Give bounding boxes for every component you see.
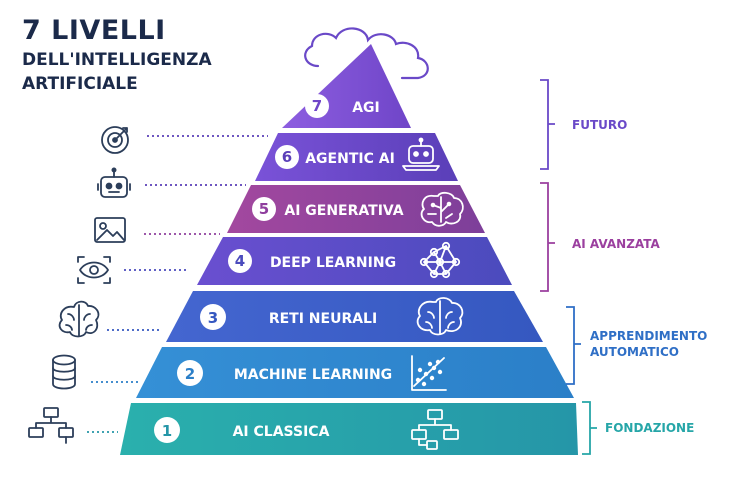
brain-icon bbox=[416, 297, 464, 336]
tier-2 bbox=[136, 347, 574, 398]
flowchart-icon bbox=[28, 407, 74, 444]
tier-7 bbox=[282, 44, 411, 128]
level-1-label: AI CLASSICA bbox=[233, 424, 330, 440]
level-3-label: RETI NEURALI bbox=[269, 311, 377, 327]
group-label-fondazione: FONDAZIONE bbox=[605, 421, 694, 435]
group-label-ai-avanzata: AI AVANZATA bbox=[572, 237, 661, 251]
brain-circuit-icon bbox=[420, 191, 464, 227]
level-1-number: 1 bbox=[162, 422, 172, 440]
level-2-label: MACHINE LEARNING bbox=[234, 367, 392, 383]
level-number-badges bbox=[154, 94, 329, 443]
tier-3 bbox=[166, 291, 543, 342]
level-6-label: AGENTIC AI bbox=[305, 151, 395, 167]
tier-6 bbox=[255, 133, 458, 181]
level-4-label: DEEP LEARNING bbox=[270, 255, 396, 271]
network-graph-icon bbox=[419, 241, 461, 279]
cloud-icon bbox=[304, 27, 429, 80]
flowchart-icon bbox=[411, 409, 459, 450]
level-5-label: AI GENERATIVA bbox=[284, 203, 403, 219]
image-icon bbox=[94, 217, 126, 243]
group-label-futuro: FUTURO bbox=[572, 118, 627, 132]
level-7-number: 7 bbox=[312, 97, 322, 115]
level-4-number: 4 bbox=[235, 252, 245, 270]
database-icon bbox=[52, 354, 76, 390]
tier-1 bbox=[120, 403, 578, 455]
level-5-number: 5 bbox=[259, 200, 269, 218]
robot-icon bbox=[97, 167, 131, 198]
group-label-apprendimento-line1: APPRENDIMENTO bbox=[590, 329, 707, 343]
level-3-number: 3 bbox=[208, 309, 218, 327]
tier-5 bbox=[227, 185, 485, 233]
title-subtitle-1: DELL'INTELLIGENZA bbox=[22, 50, 212, 70]
title-block: 7 LIVELLI DELL'INTELLIGENZA ARTIFICIALE bbox=[22, 14, 212, 96]
group-brackets bbox=[540, 79, 597, 455]
connector-lines bbox=[87, 135, 268, 433]
title-subtitle-2: ARTIFICIALE bbox=[22, 74, 138, 94]
eye-scan-icon bbox=[77, 256, 111, 284]
level-2-number: 2 bbox=[185, 365, 195, 383]
robot-laptop-icon bbox=[402, 137, 440, 171]
group-label-apprendimento-line2: AUTOMATICO bbox=[590, 345, 679, 359]
target-icon bbox=[101, 126, 129, 154]
level-7-label: AGI bbox=[352, 100, 380, 116]
level-6-number: 6 bbox=[282, 148, 292, 166]
scatter-chart-icon bbox=[411, 355, 447, 391]
brain-icon bbox=[58, 300, 100, 338]
title-main: 7 LIVELLI bbox=[22, 15, 166, 46]
